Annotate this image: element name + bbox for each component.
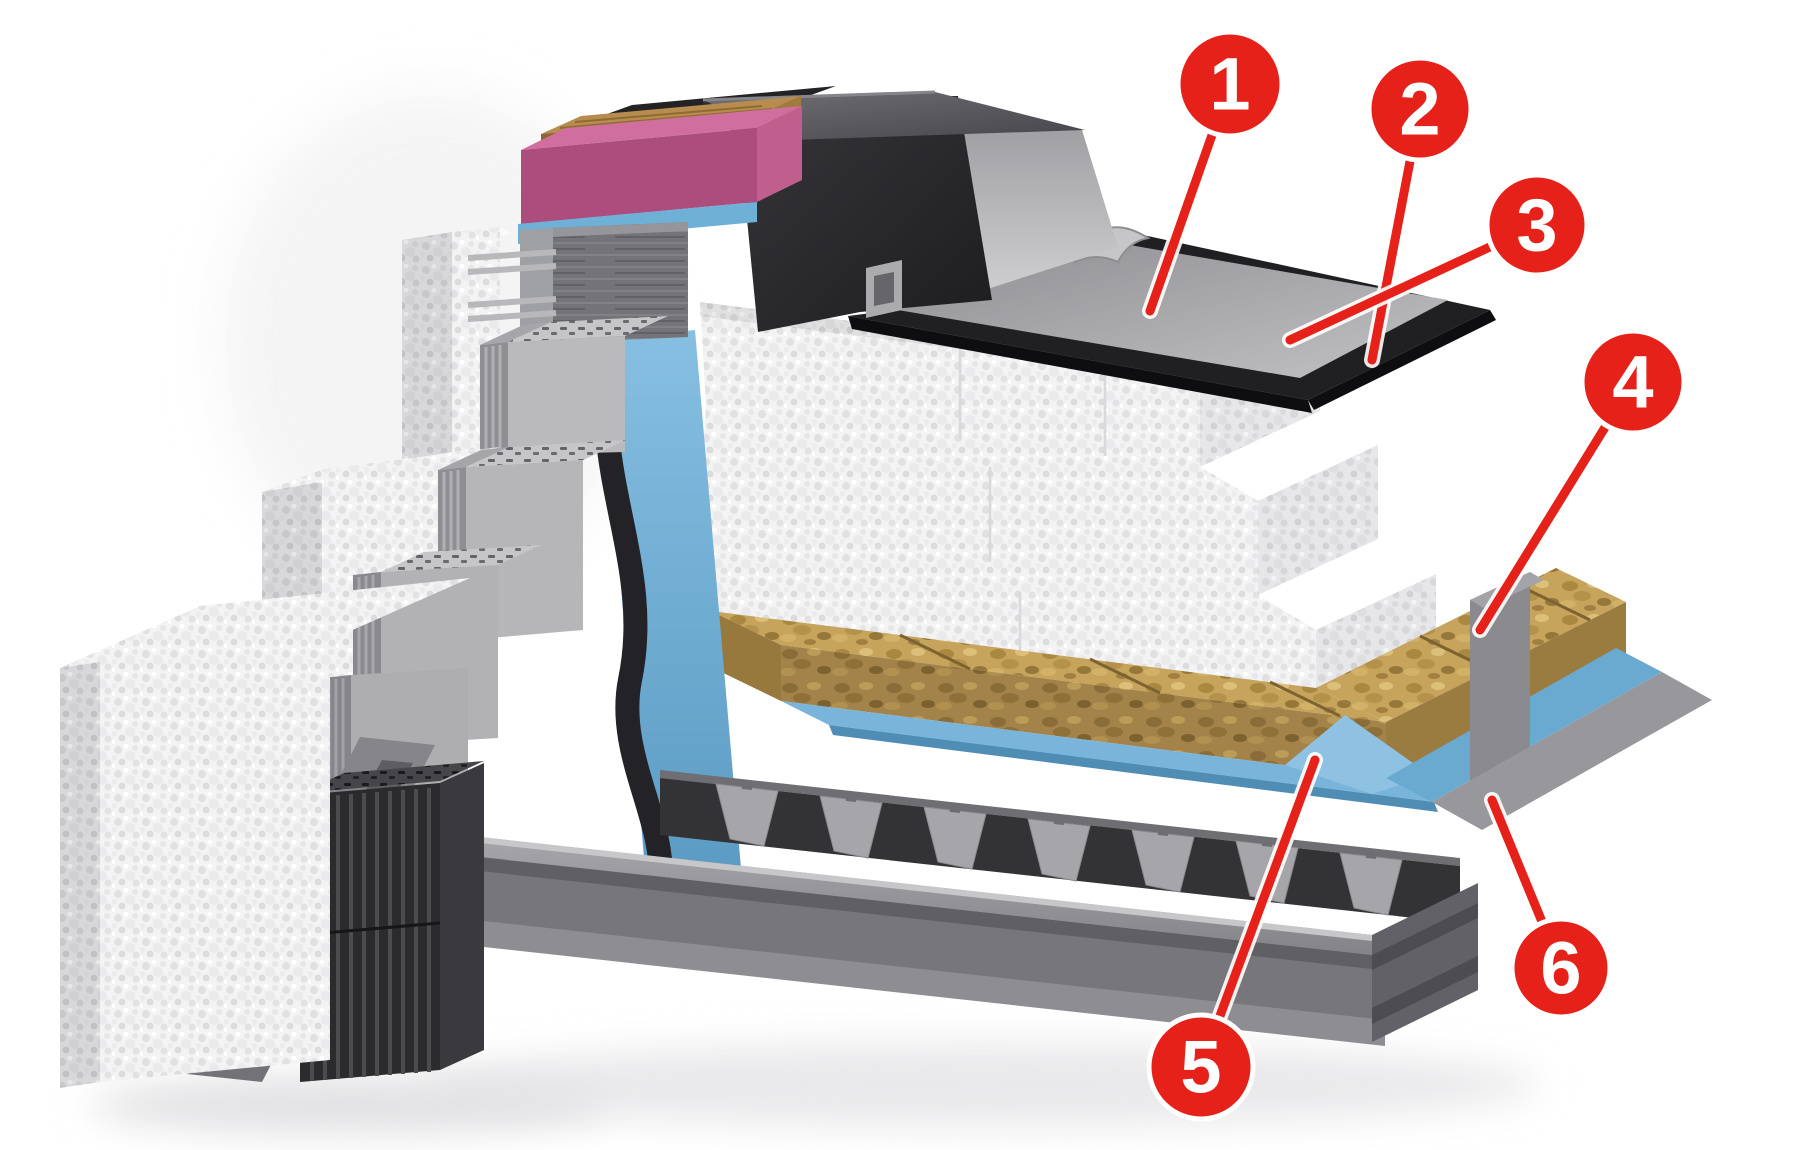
callout-number-2: 2 [1399,68,1440,151]
rebar-pins [467,249,557,322]
parapet-coping [518,86,1085,332]
dark-clay-blocks-top [300,761,484,793]
callout-number-6: 6 [1540,927,1581,1010]
leader-line-5 [1196,755,1320,1072]
eps-insulation-steps [700,302,1436,688]
eps-slab-top [60,578,470,668]
callouts-layer: 1 234 5 6 [1142,29,1687,1122]
xps-pink-front [521,128,757,224]
steel-beam [366,826,1478,1046]
callout-number-4: 4 [1612,341,1653,424]
concrete-ring-beam [553,222,688,343]
callout-number-5: 5 [1180,1026,1221,1109]
callout-circle-2 [1366,55,1474,163]
callout-6: 6 [1484,792,1613,1020]
vapor-barrier-blue [593,330,1662,923]
callout-2: 2 [1364,55,1474,368]
callout-circle-3 [1484,172,1590,278]
callout-circle-6 [1509,916,1613,1020]
callout-5: 5 [1146,752,1323,1122]
foundation-front-left [60,578,484,1088]
callout-circle-1 [1175,29,1285,139]
membrane-upstand [955,100,1118,293]
callout-4: 4 [1472,328,1687,638]
callout-1: 1 [1142,29,1285,319]
deck-bare-edge [1432,672,1712,830]
steel-deck [660,572,1712,923]
callout-number-1: 1 [1209,43,1250,126]
callout-circle-5 [1146,1012,1256,1122]
xps-pink-end [757,106,802,202]
callout-circle-4 [1579,328,1687,436]
callout-number-3: 3 [1516,184,1557,267]
eps-slab-front [100,640,330,1082]
xps-pink-top [521,106,802,150]
callout-3: 3 [1282,172,1590,348]
